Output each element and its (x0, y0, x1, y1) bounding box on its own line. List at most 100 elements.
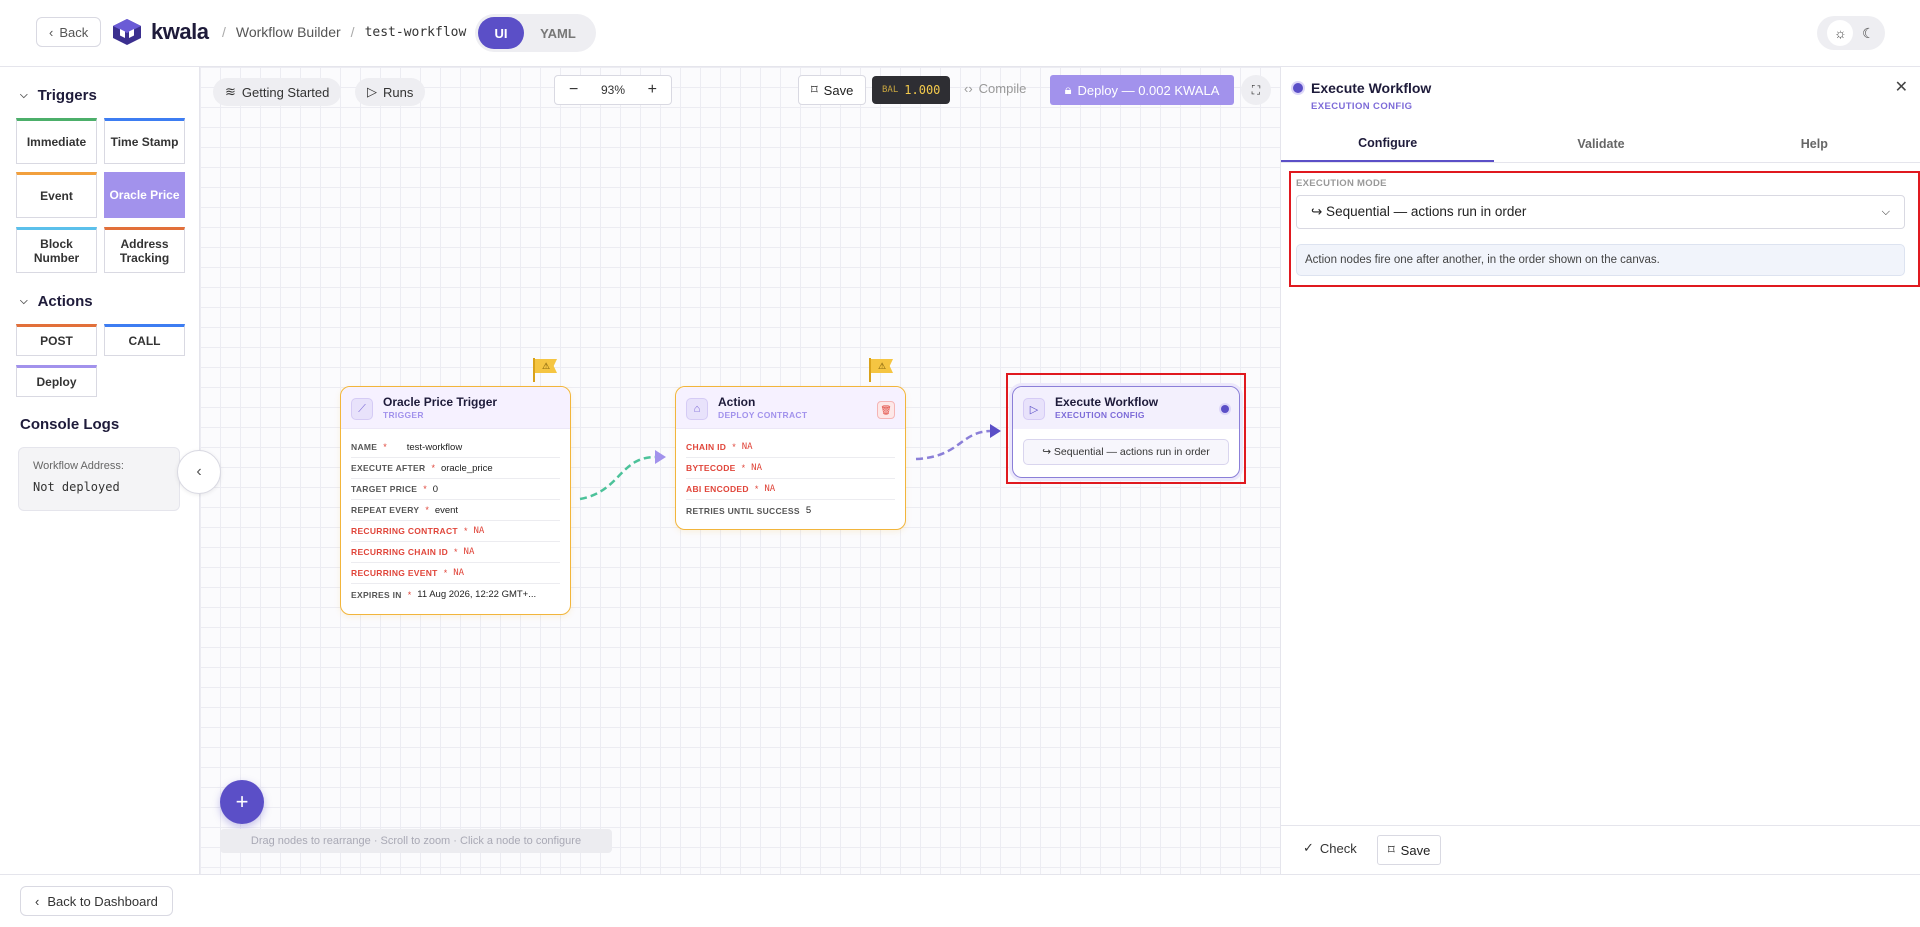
breadcrumb-separator: / (350, 24, 355, 40)
page-footer: ‹ Back to Dashboard (0, 874, 1920, 927)
workflow-canvas[interactable]: ≋ Getting Started ▷ Runs − 93% + ⌑ Save … (200, 67, 1280, 874)
field-row: CHAIN ID*NA (686, 437, 895, 458)
runs-button[interactable]: ▷ Runs (355, 78, 426, 106)
field-value: NA (453, 568, 465, 578)
lock-icon: 🔒︎ (1064, 82, 1072, 97)
theme-toggle[interactable]: ☼ ☾ (1817, 16, 1885, 50)
panel-tabs: Configure Validate Help (1281, 125, 1920, 163)
field-label: TARGET PRICE (351, 484, 418, 494)
action-node-fields: CHAIN ID*NA BYTECODE*NA ABI ENCODED*NA R… (686, 437, 895, 521)
field-label: RECURRING CHAIN ID (351, 547, 449, 557)
flag-pole (869, 358, 871, 382)
execute-node-title: Execute Workflow (1055, 395, 1159, 409)
action-warning-flag[interactable]: ⚠ (869, 358, 895, 382)
chevron-left-icon: ‹ (49, 24, 54, 40)
check-button[interactable]: ✓ Check (1303, 840, 1357, 856)
bookmark-icon: ⌑ (811, 82, 818, 97)
fullscreen-button[interactable]: ⛶ (1241, 75, 1271, 105)
field-value: oracle_price (440, 462, 493, 474)
selection-highlight (1289, 171, 1920, 287)
play-icon: ▷ (1023, 398, 1045, 420)
trigger-tile-block-number[interactable]: Block Number (16, 227, 97, 273)
field-row: REPEAT EVERY*event (351, 500, 560, 521)
mode-ui-button[interactable]: UI (478, 17, 524, 49)
mode-yaml-button[interactable]: YAML (540, 25, 576, 41)
actions-section-header[interactable]: ⌵ Actions (20, 293, 93, 310)
trigger-node-title: Oracle Price Trigger (383, 395, 498, 409)
action-tile-deploy[interactable]: Deploy (16, 365, 97, 397)
trigger-tile-oracle-price[interactable]: Oracle Price (104, 172, 185, 218)
execute-workflow-node[interactable]: ▷ Execute Workflow EXECUTION CONFIG ↪ Se… (1012, 386, 1240, 478)
back-button[interactable]: ‹ Back (36, 17, 102, 47)
field-row: NAME*test-workflow (351, 437, 560, 458)
layers-icon: ≋ (225, 84, 236, 99)
panel-save-button[interactable]: ⌑ Save (1377, 835, 1442, 865)
collapse-sidebar-button[interactable]: ‹ (177, 450, 221, 494)
execution-mode-value: ↪ Sequential — actions run in order (1311, 204, 1527, 219)
tab-validate[interactable]: Validate (1577, 136, 1625, 151)
field-row: RECURRING CHAIN ID*NA (351, 542, 560, 563)
editor-mode-toggle: UI YAML (475, 14, 596, 52)
trigger-tile-event[interactable]: Event (16, 172, 97, 218)
panel-subtitle: EXECUTION CONFIG (1311, 101, 1413, 112)
compile-button[interactable]: ‹› Compile (964, 81, 1026, 96)
canvas-hint: Drag nodes to rearrange · Scroll to zoom… (220, 829, 612, 853)
add-node-button[interactable]: + (220, 780, 264, 824)
chevron-down-icon: ⌵ (1881, 205, 1890, 218)
execute-node-subtitle: EXECUTION CONFIG (1055, 410, 1145, 420)
back-label: Back (59, 24, 89, 40)
field-value: NA (473, 526, 485, 536)
field-label: RECURRING EVENT (351, 568, 438, 578)
back-to-dashboard-button[interactable]: ‹ Back to Dashboard (20, 886, 173, 916)
zoom-control: − 93% + (554, 75, 672, 105)
trigger-tile-address-tracking[interactable]: Address Tracking (104, 227, 185, 273)
actions-heading: Actions (37, 293, 93, 310)
trigger-node-subtitle: TRIGGER (383, 410, 424, 420)
execution-mode-select[interactable]: ↪ Sequential — actions run in order ⌵ (1296, 195, 1905, 229)
trash-icon[interactable]: 🗑︎ (877, 401, 895, 419)
triggers-section-header[interactable]: ⌵ Triggers (20, 87, 97, 104)
field-label: RETRIES UNTIL SUCCESS (686, 505, 800, 516)
breadcrumb-workflow-builder[interactable]: Workflow Builder (235, 24, 341, 40)
back-to-dashboard-label: Back to Dashboard (47, 893, 158, 909)
execution-mode-description: Action nodes fire one after another, in … (1296, 244, 1905, 276)
trigger-warning-flag[interactable]: ⚠ (533, 358, 559, 382)
toolbar-save-button[interactable]: ⌑ Save (798, 75, 867, 105)
getting-started-button[interactable]: ≋ Getting Started (213, 78, 342, 106)
trigger-tile-time-stamp[interactable]: Time Stamp (104, 118, 185, 164)
field-label: REPEAT EVERY (351, 505, 420, 515)
zoom-out-button[interactable]: − (569, 81, 579, 98)
brand-logo[interactable]: kwala (111, 18, 209, 46)
action-node[interactable]: ⌂ Action DEPLOY CONTRACT 🗑︎ CHAIN ID*NA … (675, 386, 906, 530)
field-label: BYTECODE (686, 463, 736, 473)
tab-configure[interactable]: Configure (1281, 125, 1495, 162)
field-row: ABI ENCODED*NA (686, 479, 895, 500)
moon-icon[interactable]: ☾ (1862, 24, 1875, 41)
field-value: NA (463, 547, 475, 557)
zoom-in-button[interactable]: + (647, 81, 657, 98)
action-node-subtitle: DEPLOY CONTRACT (718, 410, 808, 420)
tab-help[interactable]: Help (1800, 136, 1828, 151)
breadcrumb-workflow-name: test-workflow (364, 24, 467, 40)
trigger-node[interactable]: ⟋ Oracle Price Trigger TRIGGER NAME*test… (340, 386, 571, 615)
field-row: BYTECODE*NA (686, 458, 895, 479)
trigger-tile-immediate[interactable]: Immediate (16, 118, 97, 164)
required-marker: * (423, 484, 427, 494)
field-row: EXECUTE AFTER*oracle_price (351, 458, 560, 479)
field-label: NAME (351, 442, 378, 452)
chart-line-icon: ⟋ (351, 398, 373, 420)
action-tile-call[interactable]: CALL (104, 324, 185, 356)
balance-value: 1.000 (904, 83, 941, 97)
execute-node-header: ▷ Execute Workflow EXECUTION CONFIG (1013, 387, 1239, 429)
required-marker: * (443, 568, 448, 578)
required-marker: * (431, 463, 435, 473)
chevron-left-icon: ‹ (196, 463, 202, 480)
sun-icon[interactable]: ☼ (1827, 20, 1854, 46)
workflow-address-label: Workflow Address: (33, 460, 124, 472)
action-tile-post[interactable]: POST (16, 324, 97, 356)
deploy-button[interactable]: 🔒︎ Deploy — 0.002 KWALA (1050, 75, 1234, 105)
breadcrumb: / Workflow Builder / test-workflow (222, 24, 466, 40)
close-icon[interactable]: ✕ (1894, 79, 1908, 96)
required-marker: * (741, 463, 746, 473)
chevron-left-icon: ‹ (35, 893, 40, 909)
